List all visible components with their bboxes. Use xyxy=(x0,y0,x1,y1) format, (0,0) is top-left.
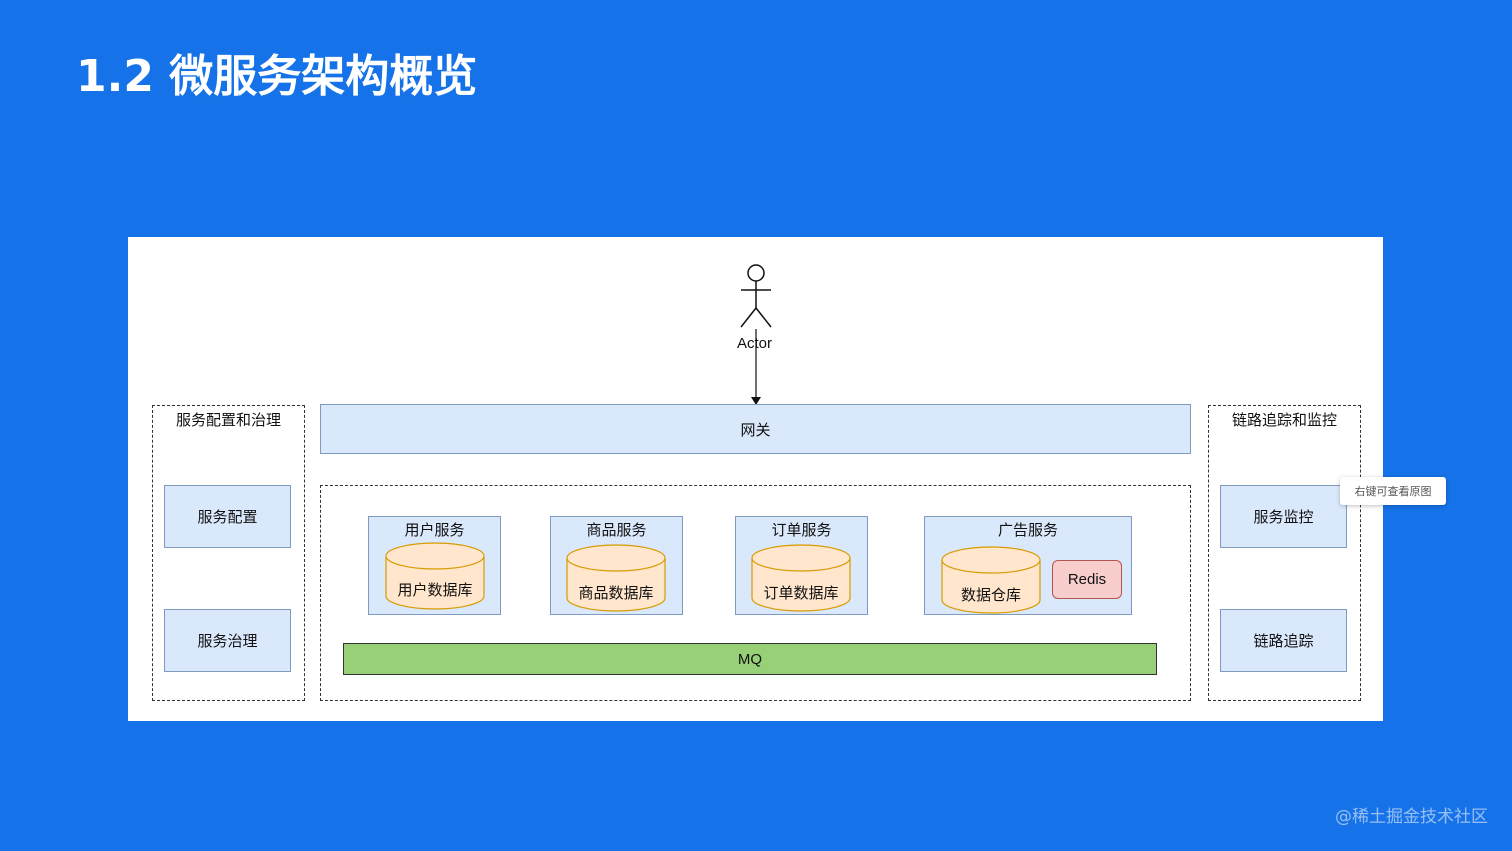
user-db-label: 用户数据库 xyxy=(397,581,473,599)
actor-to-gateway-arrow xyxy=(751,329,761,405)
product-db-label: 商品数据库 xyxy=(578,584,654,602)
service-governance-box: 服务治理 xyxy=(164,609,291,672)
product-service-label: 商品服务 xyxy=(586,521,647,539)
slide-title: 1.2 微服务架构概览 xyxy=(76,51,478,102)
user-service-label: 用户服务 xyxy=(404,521,465,539)
service-monitor-box: 服务监控 xyxy=(1220,485,1347,548)
gateway-box: 网关 xyxy=(320,404,1191,454)
order-db-label: 订单数据库 xyxy=(763,584,839,602)
trace-box: 链路追踪 xyxy=(1220,609,1347,672)
diagram-canvas: Actor 服务配置和治理 服务配置 服务治理 网关 用户服务 用户数据库 商品… xyxy=(128,237,1383,721)
database-icon xyxy=(941,546,1041,614)
trace-monitor-group: 链路追踪和监控 xyxy=(1208,405,1361,701)
order-service-label: 订单服务 xyxy=(771,521,832,539)
ad-service-label: 广告服务 xyxy=(997,521,1058,539)
database-icon xyxy=(751,544,851,612)
mq-bar: MQ xyxy=(343,643,1157,675)
trace-monitor-label: 链路追踪和监控 xyxy=(1231,411,1337,429)
actor-icon xyxy=(740,264,772,328)
data-warehouse-db: 数据仓库 xyxy=(941,546,1041,614)
order-db: 订单数据库 xyxy=(751,544,851,612)
service-config-box: 服务配置 xyxy=(164,485,291,548)
services-container xyxy=(320,485,1191,701)
user-db: 用户数据库 xyxy=(385,542,485,610)
config-governance-group: 服务配置和治理 xyxy=(152,405,305,701)
database-icon xyxy=(566,544,666,612)
config-governance-label: 服务配置和治理 xyxy=(175,411,281,429)
redis-box: Redis xyxy=(1052,560,1122,599)
data-warehouse-label: 数据仓库 xyxy=(960,586,1021,604)
product-db: 商品数据库 xyxy=(566,544,666,612)
view-original-tooltip[interactable]: 右键可查看原图 xyxy=(1340,477,1446,505)
actor-label: Actor xyxy=(737,335,773,352)
watermark: @稀土掘金技术社区 xyxy=(1335,807,1488,827)
database-icon xyxy=(385,542,485,610)
